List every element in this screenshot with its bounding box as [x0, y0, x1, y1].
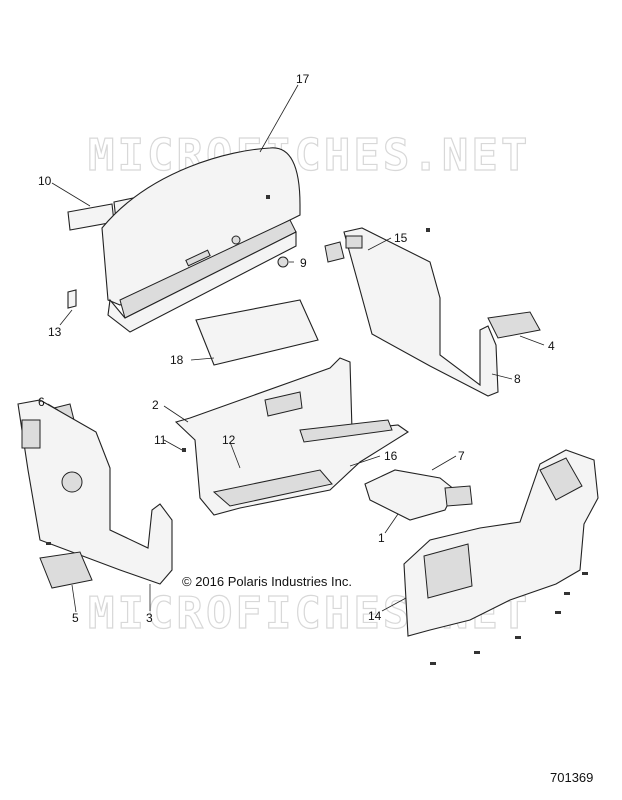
leader-lines — [47, 84, 545, 613]
callout-8: 8 — [514, 372, 521, 386]
part-1-console — [364, 469, 473, 521]
watermark-top: MICROFICHES.NET — [88, 130, 530, 181]
callout-6: 6 — [38, 395, 45, 409]
callout-17: 17 — [296, 72, 310, 86]
callout-5: 5 — [72, 611, 79, 625]
callout-12: 12 — [222, 433, 236, 447]
callout-9: 9 — [300, 256, 307, 270]
part-17-rear-panel — [101, 147, 301, 333]
part-5-step — [39, 551, 93, 589]
callout-4: 4 — [548, 339, 555, 353]
part-18-pad — [195, 299, 319, 366]
part-3-left-panel — [17, 399, 173, 585]
part-14-center-console — [403, 449, 599, 637]
callout-18: 18 — [170, 353, 184, 367]
callout-16: 16 — [384, 449, 398, 463]
callout-11: 11 — [154, 433, 167, 447]
callout-10: 10 — [38, 174, 52, 188]
part-9-fastener — [277, 256, 289, 268]
document-number: 701369 — [550, 770, 593, 785]
part-2-floor-tub — [174, 357, 409, 516]
part-13-sticker — [67, 289, 77, 309]
callout-14: 14 — [368, 609, 382, 623]
part-8-right-panel — [343, 227, 499, 397]
callout-13: 13 — [48, 325, 62, 339]
part-4-step — [487, 311, 541, 339]
part-15-clip — [324, 241, 345, 263]
callout-7: 7 — [458, 449, 465, 463]
callout-15: 15 — [394, 231, 408, 245]
callout-3: 3 — [146, 611, 153, 625]
callout-2: 2 — [152, 398, 159, 412]
hardware-fasteners — [46, 195, 588, 665]
callout-1: 1 — [378, 531, 385, 545]
copyright-text: © 2016 Polaris Industries Inc. — [182, 574, 352, 589]
